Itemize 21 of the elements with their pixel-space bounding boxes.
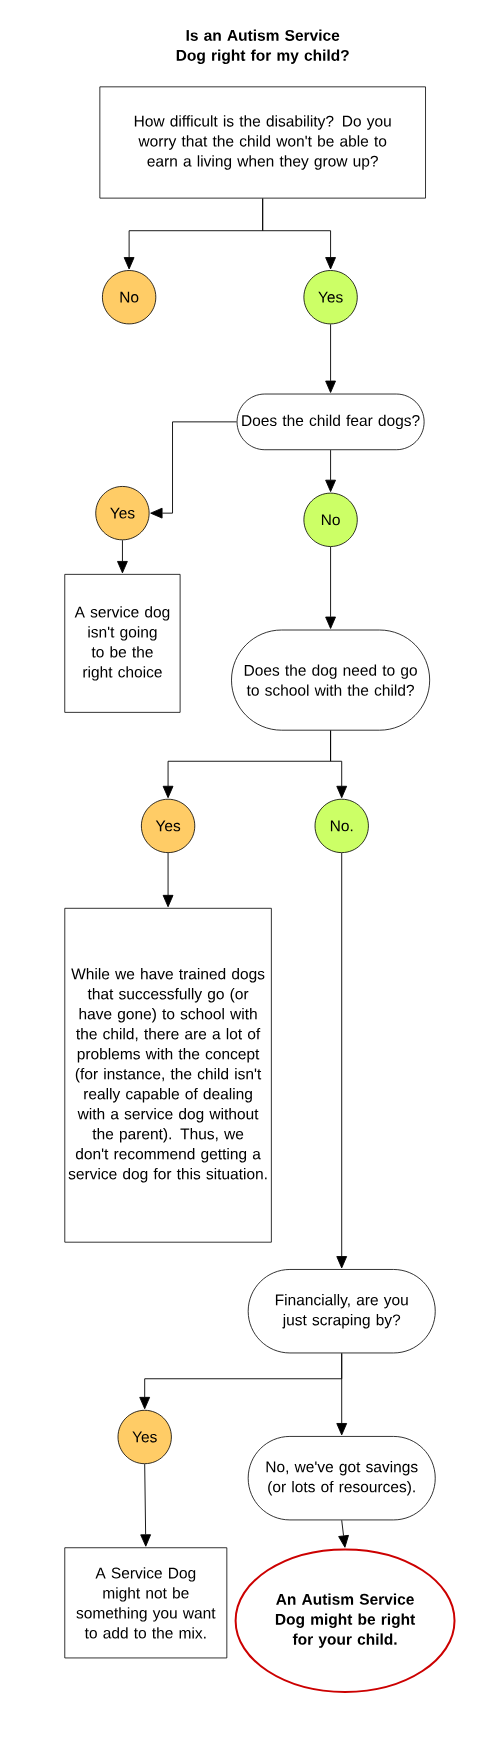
- arrow: [117, 539, 128, 574]
- process-box: A service dog isn't going to be the right choice: [64, 573, 181, 713]
- arrow: [162, 852, 174, 908]
- arrow: [150, 421, 238, 519]
- question-box: Financially, are you just scraping by?: [247, 1269, 436, 1354]
- arrow: [330, 730, 348, 799]
- arrow: [338, 1519, 349, 1548]
- title: Is an Autism Service Dog right for my child?: [176, 29, 349, 64]
- arrow: [325, 546, 336, 629]
- arrow: [325, 449, 336, 492]
- arrow: [262, 198, 336, 270]
- arrow: [336, 1352, 348, 1436]
- arrow: [140, 1463, 151, 1547]
- question-box: Does the child fear dogs?: [236, 393, 425, 451]
- question-box: Does the dog need to go to school with the child?: [231, 629, 431, 731]
- process-box: While we have trained dogs that successfully go (or have gone) to school with the child, there are a lot of problems with the concept (for instance, the child isn't really capable of dealing with a service dog without the parent). Thus, we don't recommend getting a service dog for this situation.: [64, 907, 272, 1243]
- process-box: How difficult is the disability? Do you worry that the child won't be able to earn a living when they grow up?: [99, 86, 426, 199]
- arrow: [325, 323, 336, 393]
- process-box: A Service Dog might not be something you want to add to the mix.: [64, 1547, 228, 1659]
- question-box: No, we've got savings (or lots of resources).: [247, 1436, 436, 1521]
- arrow: [336, 852, 348, 1269]
